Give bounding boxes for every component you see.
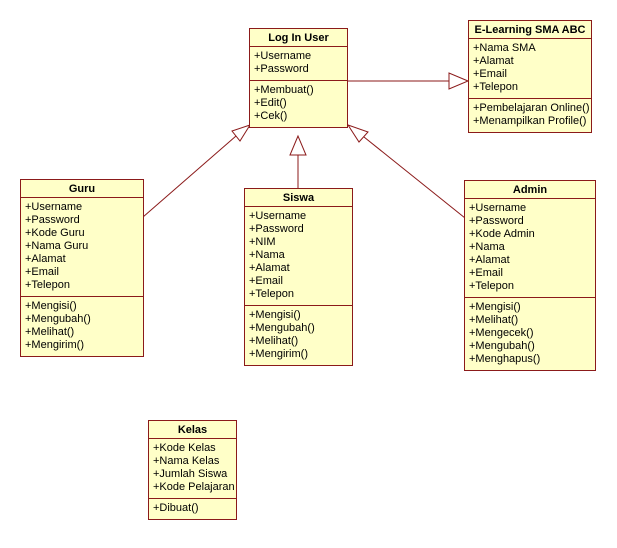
attribute: +Alamat xyxy=(25,253,66,265)
method: +Mengisi() xyxy=(469,301,521,313)
class-log-in-user[interactable]: Log In User +Username +Password +Membuat… xyxy=(249,28,348,128)
edge-login-to-elearning xyxy=(348,72,470,90)
methods-section: +Dibuat() xyxy=(149,498,236,519)
class-guru[interactable]: Guru +Username +Password +Kode Guru +Nam… xyxy=(20,179,144,357)
attribute: +Nama SMA xyxy=(473,42,536,54)
attribute: +Jumlah Siswa xyxy=(153,468,228,480)
method: +Pembelajaran Online() xyxy=(473,102,590,114)
attribute: +Password xyxy=(249,223,304,235)
attribute: +Email xyxy=(469,267,503,279)
attribute: +Nama Kelas xyxy=(153,455,220,467)
method: +Mengirim() xyxy=(249,348,308,360)
class-e-learning-sma-abc[interactable]: E-Learning SMA ABC +Nama SMA +Alamat +Em… xyxy=(468,20,592,133)
methods-section: +Mengisi() +Melihat() +Mengecek() +Mengu… xyxy=(465,297,595,370)
class-siswa[interactable]: Siswa +Username +Password +NIM +Nama +Al… xyxy=(244,188,353,366)
attribute: +Telepon xyxy=(469,280,514,292)
attribute: +Password xyxy=(469,215,524,227)
attribute: +Password xyxy=(254,63,309,75)
method: +Mengisi() xyxy=(25,300,77,312)
method: +Mengubah() xyxy=(25,313,91,325)
attributes-section: +Kode Kelas +Nama Kelas +Jumlah Siswa +K… xyxy=(149,439,236,498)
method: +Menghapus() xyxy=(469,353,541,365)
class-title: Admin xyxy=(465,181,595,199)
attributes-section: +Username +Password +Kode Guru +Nama Gur… xyxy=(21,198,143,296)
attribute: +Telepon xyxy=(249,288,294,300)
method: +Edit() xyxy=(254,97,287,109)
class-title: Log In User xyxy=(250,29,347,47)
method: +Membuat() xyxy=(254,84,314,96)
attribute: +Kode Guru xyxy=(25,227,85,239)
methods-section: +Mengisi() +Mengubah() +Melihat() +Mengi… xyxy=(245,305,352,365)
class-title: Guru xyxy=(21,180,143,198)
attribute: +Telepon xyxy=(473,81,518,93)
attribute: +Email xyxy=(473,68,507,80)
attribute: +Nama Guru xyxy=(25,240,89,252)
method: +Melihat() xyxy=(249,335,299,347)
edge-admin-to-login xyxy=(346,124,466,219)
attribute: +Username xyxy=(249,210,307,222)
method: +Dibuat() xyxy=(153,502,199,514)
attribute: +Kode Admin xyxy=(469,228,535,240)
attribute: +NIM xyxy=(249,236,276,248)
attribute: +Alamat xyxy=(473,55,514,67)
attribute: +Username xyxy=(25,201,83,213)
attributes-section: +Nama SMA +Alamat +Email +Telepon xyxy=(469,39,591,98)
attribute: +Kode Kelas xyxy=(153,442,216,454)
attribute: +Telepon xyxy=(25,279,70,291)
method: +Mengirim() xyxy=(25,339,84,351)
attribute: +Password xyxy=(25,214,80,226)
edge-siswa-to-login xyxy=(289,134,307,188)
method: +Mengecek() xyxy=(469,327,534,339)
method: +Menampilkan Profile() xyxy=(473,115,587,127)
class-title: Kelas xyxy=(149,421,236,439)
attribute: +Username xyxy=(469,202,527,214)
attribute: +Kode Pelajaran xyxy=(153,481,235,493)
attributes-section: +Username +Password +Kode Admin +Nama +A… xyxy=(465,199,595,297)
methods-section: +Membuat() +Edit() +Cek() xyxy=(250,80,347,127)
method: +Melihat() xyxy=(469,314,519,326)
methods-section: +Mengisi() +Mengubah() +Melihat() +Mengi… xyxy=(21,296,143,356)
method: +Mengubah() xyxy=(469,340,535,352)
attributes-section: +Username +Password xyxy=(250,47,347,80)
attribute: +Nama xyxy=(469,241,505,253)
attributes-section: +Username +Password +NIM +Nama +Alamat +… xyxy=(245,207,352,305)
class-title: E-Learning SMA ABC xyxy=(469,21,591,39)
method: +Mengisi() xyxy=(249,309,301,321)
method: +Mengubah() xyxy=(249,322,315,334)
attribute: +Nama xyxy=(249,249,285,261)
edge-guru-to-login xyxy=(142,124,252,218)
method: +Cek() xyxy=(254,110,288,122)
class-admin[interactable]: Admin +Username +Password +Kode Admin +N… xyxy=(464,180,596,371)
attribute: +Username xyxy=(254,50,312,62)
method: +Melihat() xyxy=(25,326,75,338)
attribute: +Alamat xyxy=(249,262,290,274)
class-title: Siswa xyxy=(245,189,352,207)
attribute: +Email xyxy=(25,266,59,278)
class-kelas[interactable]: Kelas +Kode Kelas +Nama Kelas +Jumlah Si… xyxy=(148,420,237,520)
methods-section: +Pembelajaran Online() +Menampilkan Prof… xyxy=(469,98,591,132)
attribute: +Alamat xyxy=(469,254,510,266)
attribute: +Email xyxy=(249,275,283,287)
